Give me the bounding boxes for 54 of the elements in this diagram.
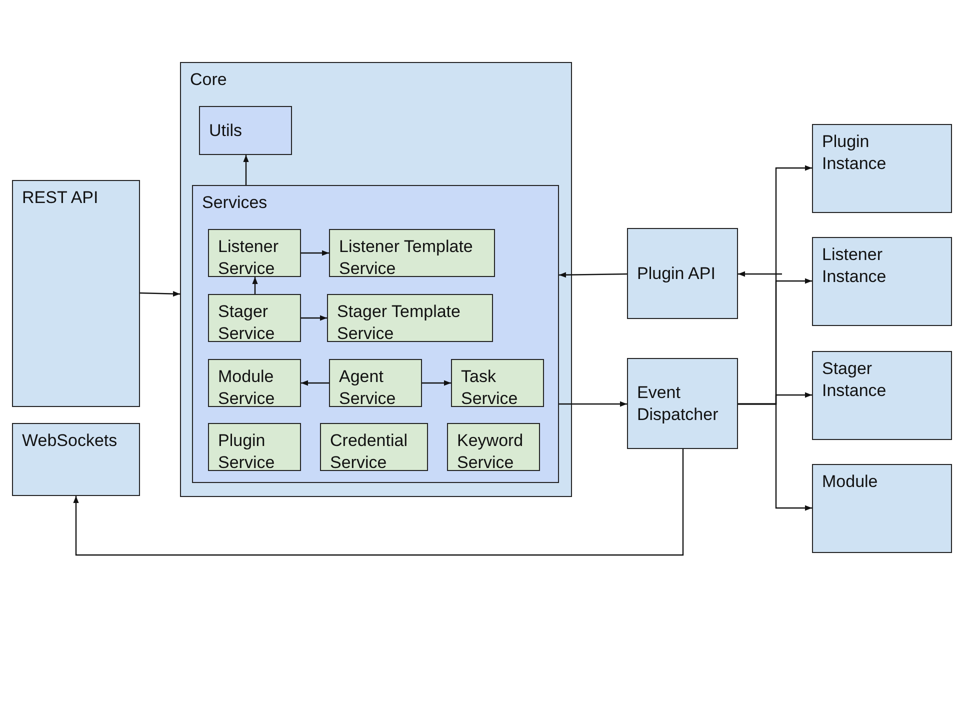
- node-label: Credential Service: [330, 430, 408, 474]
- service-box: [327, 294, 493, 342]
- node-label: Event Dispatcher: [637, 382, 720, 426]
- service-box: [208, 359, 301, 407]
- arrow: [559, 272, 627, 278]
- node-label: Agent Service: [339, 366, 397, 410]
- service-box: [329, 359, 422, 407]
- component-box: [627, 228, 738, 319]
- arrow: [422, 380, 451, 386]
- node-label: Listener Service: [218, 236, 280, 280]
- node-label: Module Service: [218, 366, 276, 410]
- group-box: [192, 185, 559, 483]
- arrow: [738, 271, 782, 277]
- node-label: Task Service: [461, 366, 519, 410]
- group-box: [199, 106, 292, 155]
- component-box: [627, 358, 738, 449]
- arrow: [301, 380, 329, 386]
- node-label: Core: [190, 69, 228, 91]
- arrow: [559, 401, 627, 407]
- node-label: Plugin Service: [218, 430, 276, 474]
- component-box: [812, 464, 952, 553]
- service-box: [208, 294, 301, 342]
- node-label: Plugin Instance: [822, 131, 888, 175]
- arrow: [243, 155, 249, 185]
- component-box: [812, 237, 952, 326]
- component-box: [812, 124, 952, 213]
- component-box: [180, 62, 572, 497]
- service-box: [208, 423, 301, 471]
- arrow: [738, 403, 812, 511]
- arrow: [301, 250, 329, 256]
- node-label: Stager Template Service: [337, 301, 462, 345]
- node-label: WebSockets: [22, 430, 118, 452]
- component-box: [812, 351, 952, 440]
- service-box: [329, 229, 495, 277]
- service-box: [320, 423, 428, 471]
- node-label: Services: [202, 192, 268, 214]
- arrow: [140, 291, 180, 297]
- node-label: Stager Instance: [822, 358, 888, 402]
- component-box: [12, 423, 140, 496]
- node-label: Plugin API: [637, 262, 716, 284]
- service-box: [208, 229, 301, 277]
- node-label: Keyword Service: [457, 430, 524, 474]
- node-label: Module: [822, 471, 879, 493]
- arrow: [301, 315, 327, 321]
- node-label: Listener Template Service: [339, 236, 474, 280]
- node-label: REST API: [22, 187, 100, 209]
- arrow: [252, 277, 258, 294]
- arrow: [73, 449, 684, 556]
- service-box: [451, 359, 544, 407]
- node-label: Stager Service: [218, 301, 276, 345]
- service-box: [447, 423, 540, 471]
- node-label: Listener Instance: [822, 244, 888, 288]
- node-label: Utils: [209, 120, 244, 142]
- component-box: [12, 180, 140, 407]
